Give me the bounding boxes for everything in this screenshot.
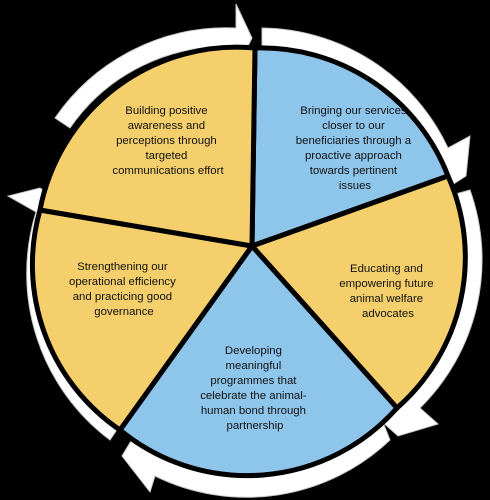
segment-bottom — [117, 243, 400, 479]
segment-top-right — [249, 45, 451, 249]
segment-right — [249, 173, 468, 411]
segment-top-right-label: Bringing our services closer to our bene… — [296, 105, 414, 192]
segment-top-left — [37, 44, 258, 249]
segment-left — [29, 207, 255, 433]
segment-right-label: Educating and empowering future animal w… — [339, 263, 437, 320]
segment-left-label: Strengthening our operational efficiency… — [69, 261, 179, 318]
segment-top-left-label: Building positive awareness and percepti… — [112, 105, 224, 177]
segment-bottom-label: Developing meaningful programmes that ce… — [200, 345, 310, 432]
cycle-arrow-top — [54, 3, 253, 129]
